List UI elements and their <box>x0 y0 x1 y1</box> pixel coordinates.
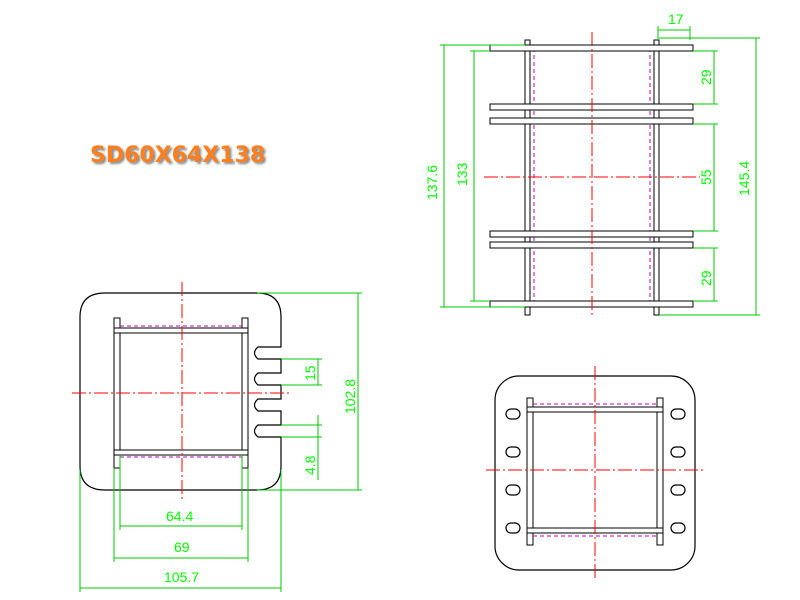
pin-hole <box>505 446 521 458</box>
dim-69: 69 <box>174 539 190 555</box>
dim-145-4: 145.4 <box>736 161 752 196</box>
pin-hole <box>670 446 686 458</box>
dim-17: 17 <box>668 11 684 27</box>
part-number-title: SD60X64X138 <box>90 143 266 168</box>
dim-15: 15 <box>302 365 318 381</box>
pin-hole <box>670 408 686 420</box>
front-outline <box>79 292 282 491</box>
front-view: 15 4.8 102.8 64.4 69 105.7 <box>72 282 362 592</box>
bottom-bar <box>113 449 249 456</box>
dim-105-7: 105.7 <box>164 569 199 585</box>
dim-137-6: 137.6 <box>424 165 440 200</box>
side-view: 17 137.6 133 29 55 29 145.4 <box>424 11 760 318</box>
dim-55: 55 <box>698 169 714 185</box>
right-wall <box>241 317 249 469</box>
end-view <box>486 366 705 580</box>
dim-29-bottom: 29 <box>698 270 714 286</box>
top-bar <box>113 327 249 334</box>
pin-hole <box>505 408 521 420</box>
end-left-wall <box>526 397 534 546</box>
dim-29-top: 29 <box>698 69 714 85</box>
pin-hole <box>505 484 521 496</box>
pin-hole <box>670 484 686 496</box>
dim-133: 133 <box>454 162 470 186</box>
dim-102-8: 102.8 <box>342 379 358 414</box>
end-right-wall <box>656 397 664 546</box>
pin-hole <box>670 522 686 534</box>
pin-hole <box>505 522 521 534</box>
dim-64-4: 64.4 <box>166 508 193 524</box>
dim-4-8: 4.8 <box>302 455 318 475</box>
